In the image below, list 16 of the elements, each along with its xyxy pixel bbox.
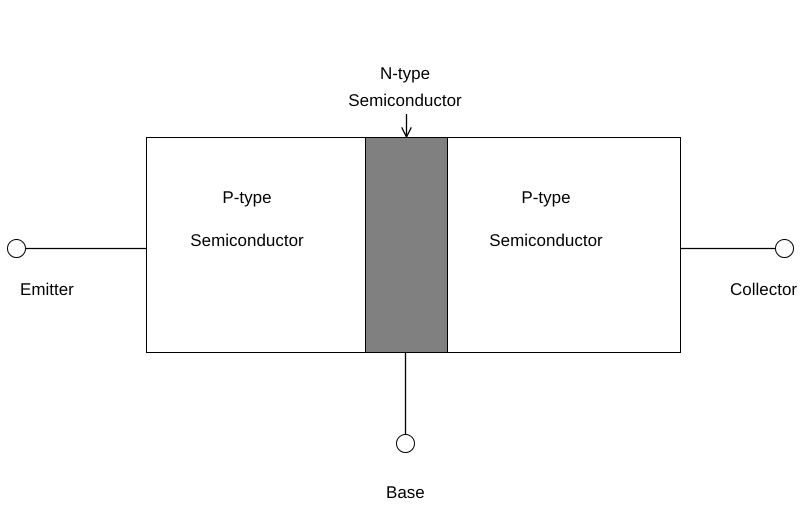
terminal-label: Collector [730,280,798,300]
region-label: P-type Semiconductor [488,187,604,252]
semiconductor-region [365,137,448,353]
terminal-label: Emitter [20,280,74,300]
terminal-circle [396,434,415,453]
lead-wire [404,353,406,434]
terminal-circle [7,239,26,258]
semiconductor-region [146,137,366,353]
leader-arrow [400,114,412,138]
region-label: P-type Semiconductor [189,187,305,252]
lead-wire [26,248,146,250]
region-label: N-type Semiconductor [330,60,480,114]
terminal-label: Base [386,483,425,503]
semiconductor-region [447,137,681,353]
terminal-circle [775,239,794,258]
lead-wire [681,248,775,250]
